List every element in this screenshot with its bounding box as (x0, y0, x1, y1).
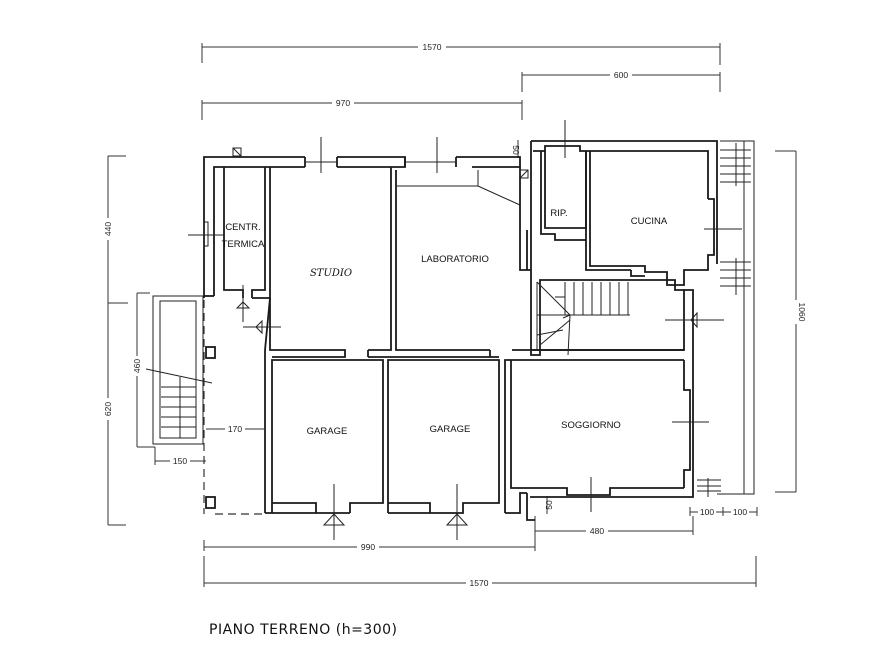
exterior-stair-left (145, 295, 216, 509)
label-soggiorno: SOGGIORNO (561, 420, 621, 431)
dim-left-lower: 620 (103, 402, 113, 416)
dim-top-right: 600 (614, 70, 628, 80)
dim-corridor-width: 170 (228, 424, 242, 434)
left-dimensions: 440 620 460 150 170 (103, 155, 264, 526)
bottom-dimensions: 990 480 1570 50 100 100 (203, 496, 758, 588)
label-cucina: CUCINA (631, 216, 668, 227)
dim-bottom-total: 1570 (470, 578, 489, 588)
dim-left-upper: 440 (103, 222, 113, 236)
right-dimensions: 1060 (775, 150, 807, 493)
label-centrale-termica-1: CENTR. (225, 222, 260, 233)
dim-bottom-left: 990 (361, 542, 375, 552)
label-laboratorio: LABORATORIO (421, 254, 489, 265)
interior-stair (536, 281, 630, 356)
opening-markers (188, 120, 742, 540)
dim-bottom-right-b: 100 (733, 507, 747, 517)
room-labels: CENTR. TERMICA STUDIO LABORATORIO RIP. C… (222, 208, 668, 437)
dim-top-small: 50 (511, 145, 521, 155)
exterior-stair-right (697, 143, 751, 497)
label-centrale-termica-2: TERMICA (222, 239, 265, 250)
dim-right-total: 1060 (797, 303, 807, 322)
dim-bottom-small: 50 (544, 500, 554, 510)
dim-stair-width: 150 (173, 456, 187, 466)
dim-top-total: 1570 (423, 42, 442, 52)
label-ripostiglio: RIP. (550, 208, 567, 219)
label-garage-2: GARAGE (430, 424, 471, 435)
outer-walls (203, 140, 755, 521)
plan-title: PIANO TERRENO (h=300) (209, 622, 398, 638)
label-studio: STUDIO (310, 268, 352, 279)
dim-top-left: 970 (336, 98, 350, 108)
dim-left-stair: 460 (132, 359, 142, 373)
dim-bottom-right-a: 100 (700, 507, 714, 517)
top-dimensions: 1570 600 970 50 (201, 41, 721, 158)
label-garage-1: GARAGE (307, 426, 348, 437)
dim-bottom-right: 480 (590, 526, 604, 536)
